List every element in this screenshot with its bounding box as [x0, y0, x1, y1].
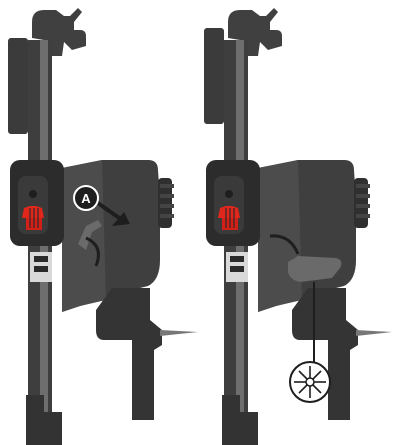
rail-foot: [26, 395, 62, 445]
lower-leg: [96, 288, 162, 420]
callout-label: A: [81, 191, 91, 206]
panel-before: A: [8, 8, 198, 445]
clip-slot: [230, 256, 244, 262]
back-plate: [204, 28, 224, 124]
pin: [160, 330, 198, 336]
rail-foot: [222, 395, 258, 445]
clip-slot: [230, 266, 244, 272]
knob-ridge: [356, 204, 370, 208]
back-plate: [8, 38, 28, 134]
knob-ridge: [160, 184, 174, 188]
red-latch-icon: [218, 206, 240, 218]
rosette-center: [306, 378, 314, 386]
knob-ridge: [160, 194, 174, 198]
clip-slot: [34, 266, 48, 272]
latch-hole: [225, 190, 233, 198]
latch-hole: [29, 190, 37, 198]
knob-ridge: [356, 184, 370, 188]
knob-ridge: [160, 214, 174, 218]
clip-slot: [34, 256, 48, 262]
knob-ridge: [356, 194, 370, 198]
knob-ridge: [160, 204, 174, 208]
red-latch-icon: [22, 206, 44, 218]
pin: [356, 330, 392, 336]
panel-after: [204, 8, 392, 445]
knob-ridge: [356, 214, 370, 218]
